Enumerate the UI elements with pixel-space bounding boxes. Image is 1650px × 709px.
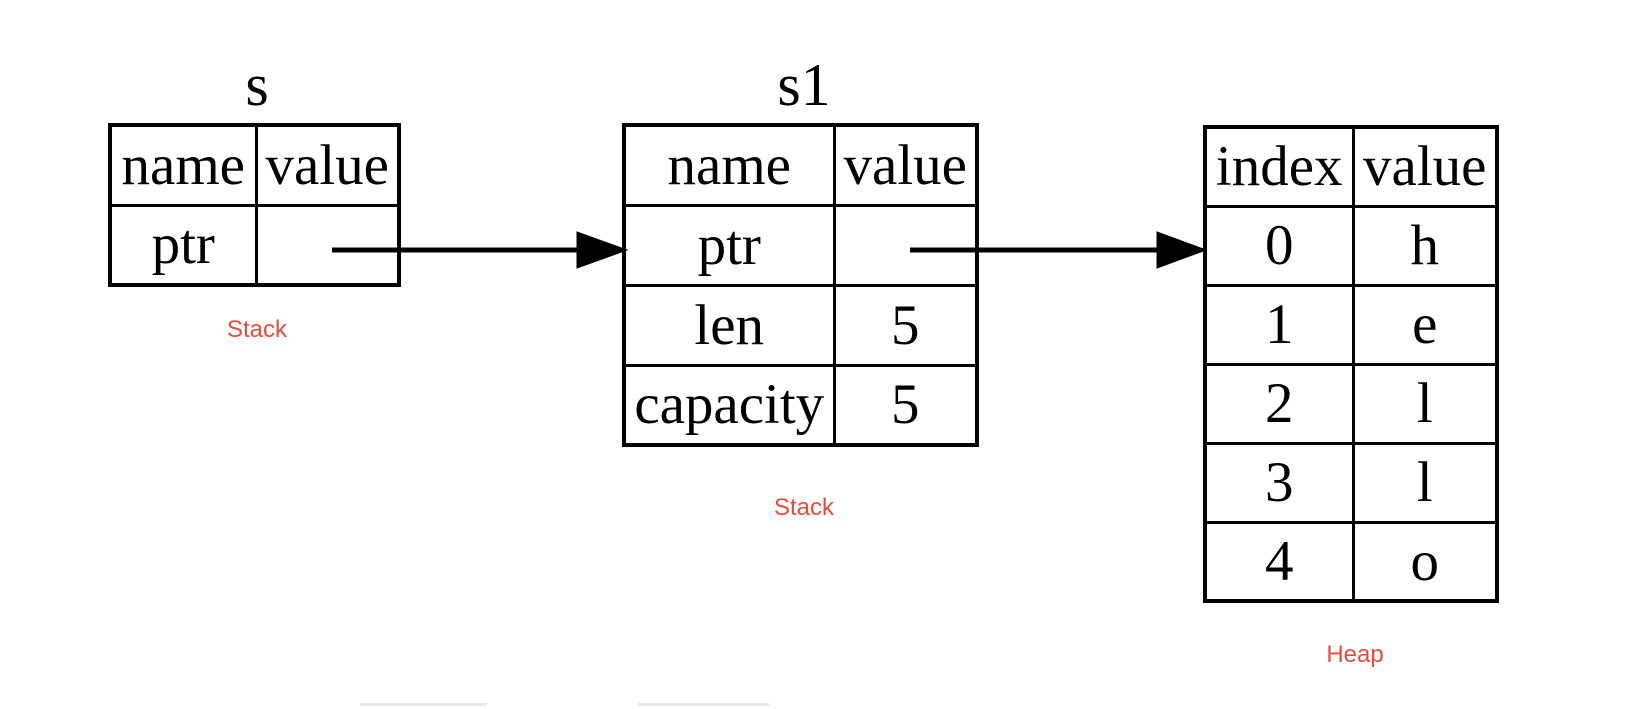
heap-value-cell: e [1351, 283, 1499, 366]
heap-value-cell: l [1351, 441, 1499, 524]
heap-header-value: value [1351, 125, 1499, 208]
table-row: 1 e [1203, 283, 1499, 366]
heap-index-cell: 2 [1203, 362, 1355, 445]
table-row: ptr [108, 203, 401, 287]
s-header-name: name [108, 123, 258, 207]
table-row: len 5 [622, 283, 979, 367]
variable-title-s: s [245, 52, 269, 118]
s1-header-value: value [832, 123, 979, 207]
cropped-edge-artifact [638, 703, 769, 706]
table-row: 2 l [1203, 362, 1499, 445]
heap-value-cell: h [1351, 204, 1499, 287]
heap-table: index value 0 h 1 e 2 l 3 l 4 o [1203, 125, 1499, 603]
stack-table-s: name value ptr [108, 123, 401, 287]
table-row: index value [1203, 125, 1499, 208]
table-row: name value [622, 123, 979, 207]
table-row: capacity 5 [622, 363, 979, 447]
s1-ptr-name-cell: ptr [622, 203, 836, 287]
s1-capacity-name-cell: capacity [622, 363, 836, 447]
heap-index-cell: 0 [1203, 204, 1355, 287]
stack-table-s1: name value ptr len 5 capacity 5 [622, 123, 979, 447]
s-header-value: value [254, 123, 401, 207]
heap-index-cell: 3 [1203, 441, 1355, 524]
s1-len-value-cell: 5 [832, 283, 979, 367]
stack-region-label: Stack [773, 494, 835, 521]
s1-capacity-value-cell: 5 [832, 363, 979, 447]
s-ptr-name-cell: ptr [108, 203, 258, 287]
heap-index-cell: 4 [1203, 520, 1355, 603]
s1-ptr-value-cell [832, 203, 979, 287]
table-row: 4 o [1203, 520, 1499, 603]
variable-title-s1: s1 [777, 52, 831, 118]
stack-region-label: Stack [226, 316, 288, 343]
table-row: ptr [622, 203, 979, 287]
s1-len-name-cell: len [622, 283, 836, 367]
heap-value-cell: o [1351, 520, 1499, 603]
heap-region-label: Heap [1326, 641, 1384, 668]
cropped-edge-artifact [360, 703, 487, 706]
heap-value-cell: l [1351, 362, 1499, 445]
table-row: 3 l [1203, 441, 1499, 524]
table-row: 0 h [1203, 204, 1499, 287]
s-ptr-value-cell [254, 203, 401, 287]
table-row: name value [108, 123, 401, 207]
heap-index-cell: 1 [1203, 283, 1355, 366]
s1-header-name: name [622, 123, 836, 207]
heap-header-index: index [1203, 125, 1355, 208]
